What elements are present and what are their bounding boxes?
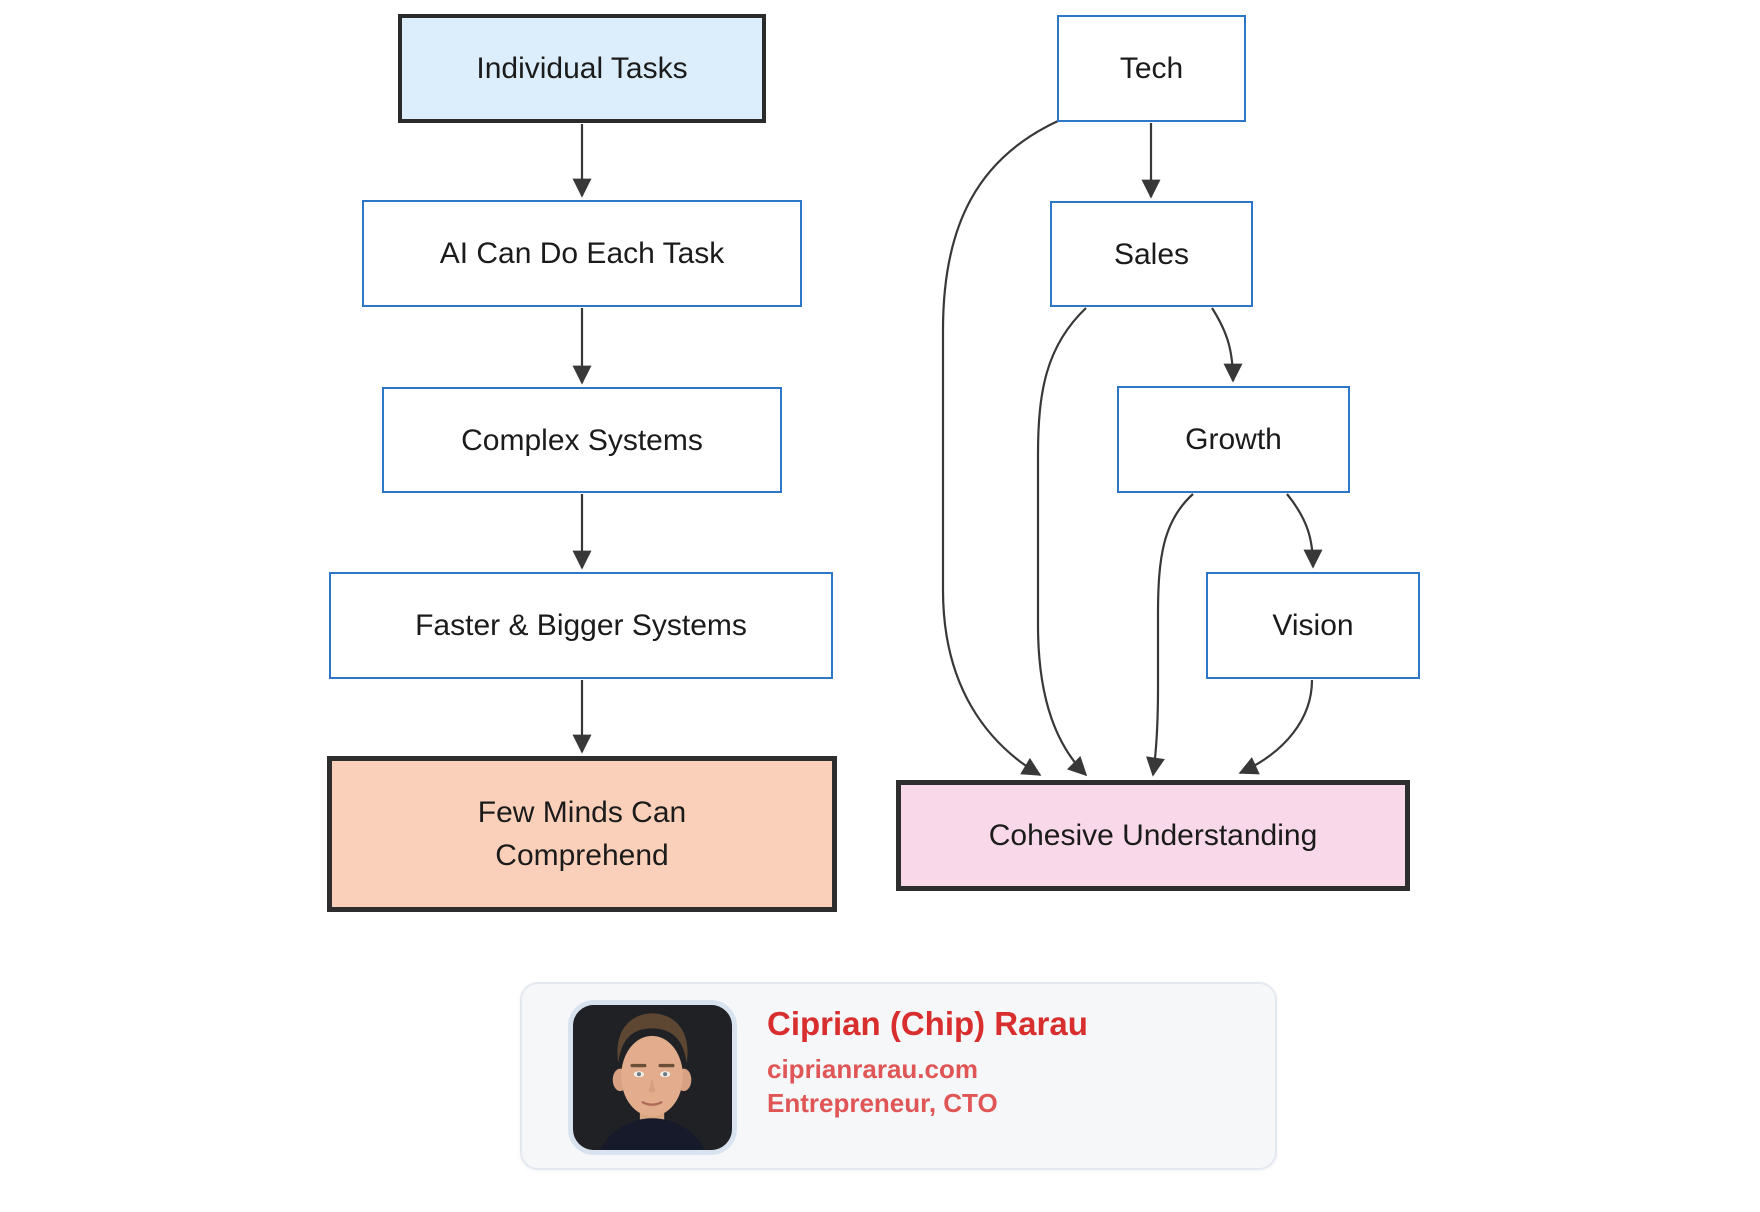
edge-growth-to-cohesive: [1146, 493, 1194, 777]
node-tech: Tech: [1057, 15, 1246, 122]
profile-card: Ciprian (Chip) Rarau ciprianrarau.com En…: [520, 982, 1277, 1170]
node-label: Sales: [1113, 237, 1190, 271]
node-label: Tech: [1119, 52, 1184, 85]
edge-sales-to-growth: [1211, 307, 1243, 383]
node-ai-can-do-each-task: AI Can Do Each Task: [362, 200, 802, 307]
node-sales: Sales: [1050, 201, 1253, 307]
node-complex-systems: Complex Systems: [382, 387, 782, 493]
node-label-line-1: Few Minds Can: [477, 796, 687, 829]
node-label: AI Can Do Each Task: [439, 237, 725, 270]
node-label: Complex Systems: [461, 423, 703, 457]
profile-photo: [568, 1000, 737, 1155]
edge-tech-to-cohesive: [941, 120, 1059, 776]
node-label: Faster & Bigger Systems: [415, 609, 747, 642]
profile-info: Ciprian (Chip) Rarau ciprianrarau.com En…: [767, 1004, 1088, 1120]
node-growth: Growth: [1117, 386, 1350, 493]
node-few-minds-can-comprehend: Few Minds Can Comprehend: [327, 756, 837, 912]
node-label-line-2: Comprehend: [495, 839, 669, 872]
node-label: Individual Tasks: [476, 52, 688, 85]
node-faster-bigger-systems: Faster & Bigger Systems: [329, 572, 833, 679]
profile-role: Entrepreneur, CTO: [767, 1088, 998, 1118]
node-cohesive-understanding: Cohesive Understanding: [896, 780, 1410, 891]
edge-growth-to-vision: [1286, 493, 1323, 569]
edge-sales-to-cohesive: [1036, 307, 1088, 777]
node-vision: Vision: [1206, 572, 1420, 679]
edge-vision-to-cohesive: [1238, 679, 1314, 775]
node-label: Cohesive Understanding: [988, 819, 1318, 852]
profile-portrait-illustration: [573, 1005, 732, 1150]
node-individual-tasks: Individual Tasks: [398, 14, 766, 123]
node-label: Vision: [1272, 609, 1354, 642]
node-label: Growth: [1185, 423, 1282, 456]
profile-name: Ciprian (Chip) Rarau: [767, 1005, 1088, 1042]
profile-website: ciprianrarau.com: [767, 1054, 978, 1084]
